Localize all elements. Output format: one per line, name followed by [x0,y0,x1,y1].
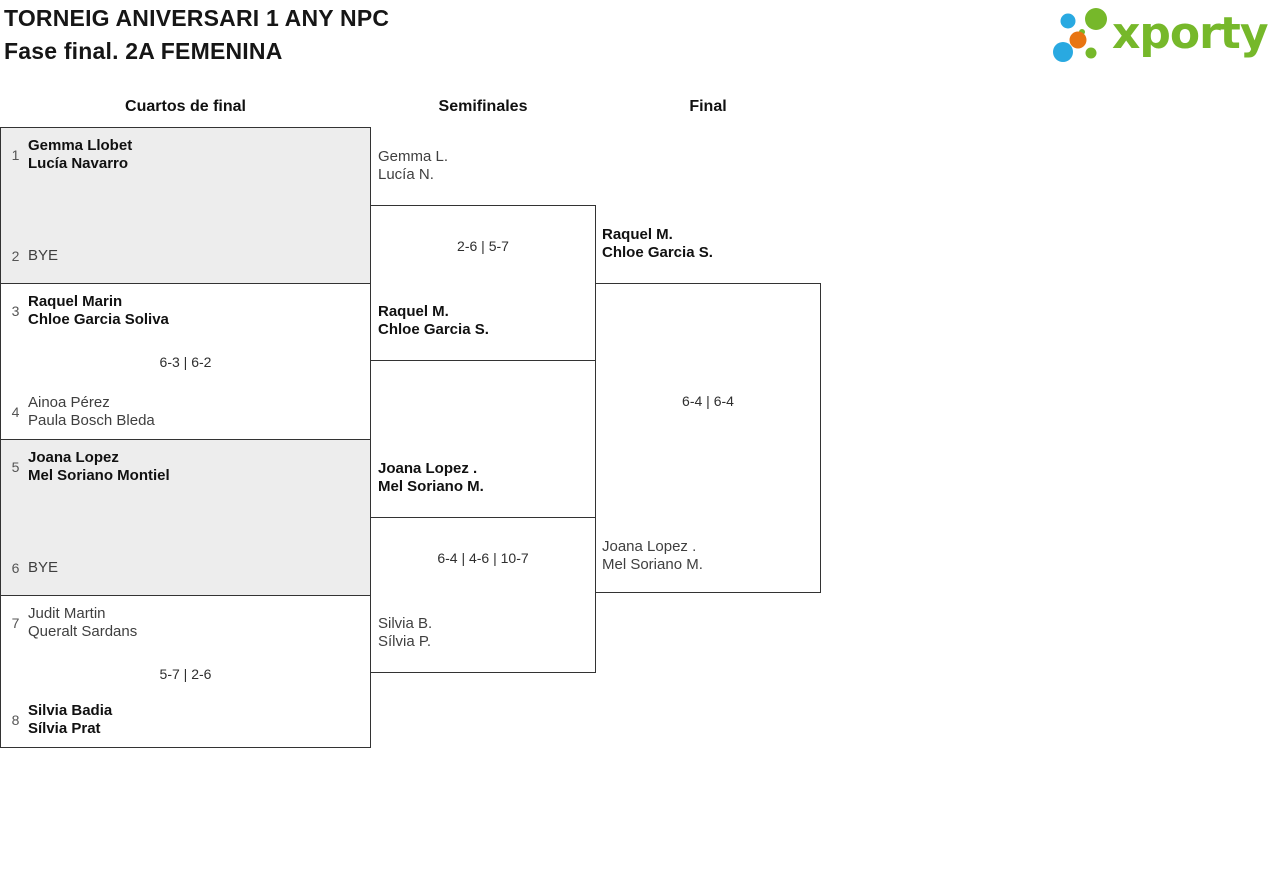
seed-number: 6 [11,560,20,576]
team-member-2: Chloe Garcia S. [602,244,713,261]
logo-dot-green-small [1085,47,1097,59]
team-names: Judit Martin Queralt Sardans [28,605,137,641]
match-score: 5-7 | 2-6 [159,666,212,682]
team-member-2: Sílvia P. [378,633,432,650]
qf-match-4: 7 Judit Martin Queralt Sardans 5-7 | 2-6… [0,595,371,748]
seed-number: 7 [11,615,20,631]
seed-number: 8 [11,712,20,728]
seed-number: 3 [11,303,20,319]
participant: 7 Judit Martin Queralt Sardans [9,605,366,641]
team-names: Ainoa Pérez Paula Bosch Bleda [28,394,155,430]
round-header-quarterfinals: Cuartos de final [125,98,246,115]
participant: 8 Silvia Badia Sílvia Prat [9,702,366,738]
phase-subtitle: Fase final. 2A FEMENINA [4,38,283,64]
sf1-bottom-team: Raquel M. Chloe Garcia S. [378,303,489,339]
seed-number: 5 [11,459,20,475]
team-member-2: Chloe Garcia Soliva [28,311,169,328]
seed-number: 1 [11,147,20,163]
team-member-1: Silvia B. [378,615,433,632]
team-member-2: Lucía N. [378,166,434,183]
seed-number: 2 [11,248,20,264]
logo-wordmark: xporty [1112,8,1268,59]
final-match: 6-4 | 6-4 [595,283,821,593]
team-member-1: Joana Lopez . [602,538,697,555]
logo-dot-orange [1069,31,1087,49]
logo-dot-green-large [1085,8,1107,30]
team-member-1: Raquel Marin [28,293,123,310]
team-names: Gemma Llobet Lucía Navarro [28,137,132,173]
team-member-1: Gemma Llobet [28,137,133,154]
team-member-1: Raquel M. [378,303,449,320]
final-bottom-team: Joana Lopez . Mel Soriano M. [602,538,703,574]
sf2-top-team: Joana Lopez . Mel Soriano M. [378,460,484,496]
bye-label: BYE [28,247,59,264]
round-header-final: Final [689,98,727,115]
team-member-2: Mel Soriano M. [602,556,703,573]
team-member-1: Joana Lopez . [378,460,478,477]
tournament-title: TORNEIG ANIVERSARI 1 ANY NPC [4,5,390,31]
page-title: TORNEIG ANIVERSARI 1 ANY NPC Fase final.… [4,2,389,68]
qf-match-3: 5 Joana Lopez Mel Soriano Montiel 6 BYE [0,439,371,596]
team-member-2: Sílvia Prat [28,720,101,737]
participant: 5 Joana Lopez Mel Soriano Montiel [9,449,366,485]
team-names: Silvia Badia Sílvia Prat [28,702,112,738]
sf1-top-team: Gemma L. Lucía N. [378,148,448,184]
logo-dot-blue-large [1053,42,1073,62]
team-member-2: Lucía Navarro [28,155,129,172]
team-member-1: Silvia Badia [28,702,113,719]
bye-label: BYE [28,559,59,576]
match-score: 2-6 | 5-7 [457,238,509,254]
team-names: Raquel Marin Chloe Garcia Soliva [28,293,169,329]
team-member-2: Chloe Garcia S. [378,321,489,338]
team-member-1: Ainoa Pérez [28,394,110,411]
qf-match-2: 3 Raquel Marin Chloe Garcia Soliva 6-3 |… [0,283,371,440]
team-names: Joana Lopez Mel Soriano Montiel [28,449,170,485]
match-score: 6-4 | 4-6 | 10-7 [437,550,529,566]
xporty-logo: xporty [1053,8,1269,62]
logo-dot-blue-small [1060,13,1076,29]
participant: 1 Gemma Llobet Lucía Navarro [9,137,366,173]
team-member-1: Judit Martin [28,605,106,622]
final-top-team: Raquel M. Chloe Garcia S. [602,226,713,262]
match-score: 6-3 | 6-2 [159,354,212,370]
team-member-2: Mel Soriano M. [378,478,484,495]
team-member-2: Mel Soriano Montiel [28,467,170,484]
participant: 3 Raquel Marin Chloe Garcia Soliva [9,293,366,329]
sf2-bottom-team: Silvia B. Sílvia P. [378,615,432,651]
match-score: 6-4 | 6-4 [682,393,734,409]
team-member-1: Joana Lopez [28,449,119,466]
qf-match-1: 1 Gemma Llobet Lucía Navarro 2 BYE [0,127,371,284]
participant: 2 BYE [9,238,366,274]
participant: 4 Ainoa Pérez Paula Bosch Bleda [9,394,366,430]
sf-match-2: 6-4 | 4-6 | 10-7 [370,517,596,673]
team-member-2: Queralt Sardans [28,623,138,640]
team-names: BYE [28,238,58,274]
team-member-2: Paula Bosch Bleda [28,412,155,429]
team-member-1: Gemma L. [378,148,449,165]
round-header-semifinals: Semifinales [438,98,528,115]
team-member-1: Raquel M. [602,226,673,243]
participant: 6 BYE [9,550,366,586]
seed-number: 4 [11,404,20,420]
team-names: BYE [28,550,58,586]
